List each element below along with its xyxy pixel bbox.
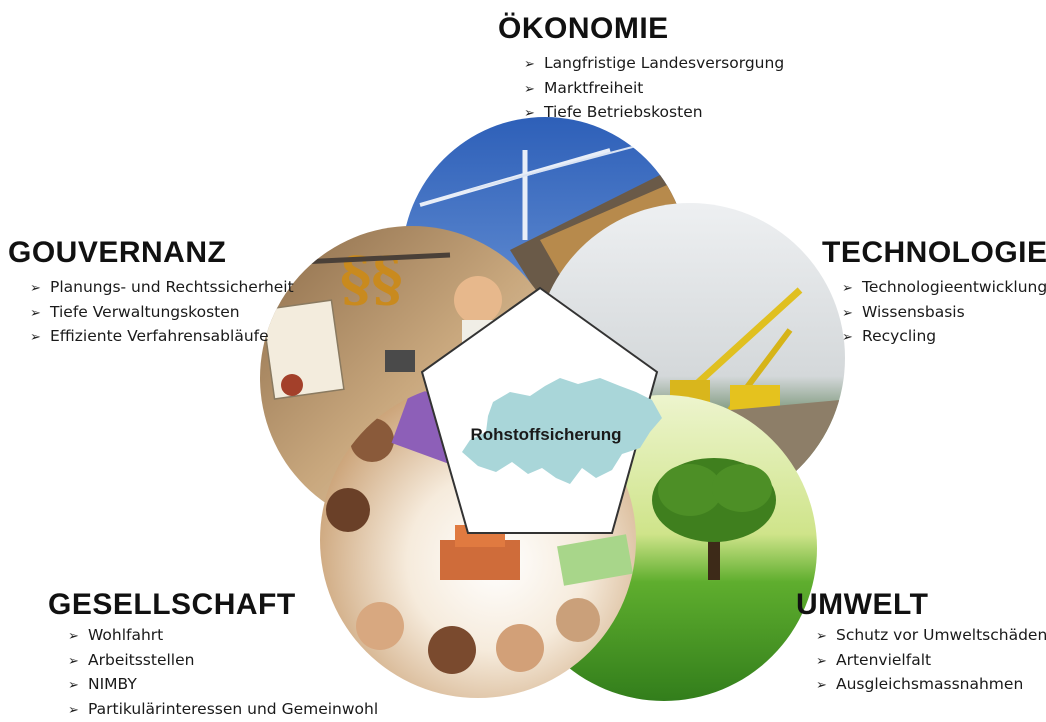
section-title: ÖKONOMIE [498,12,784,46]
item-list: ➢Langfristige Landesversorgung ➢Marktfre… [524,52,784,126]
list-item: ➢Tiefe Betriebskosten [524,101,784,126]
list-item: ➢Marktfreiheit [524,77,784,102]
section-title: GOUVERNANZ [8,236,294,270]
section-umwelt: UMWELT ➢Schutz vor Umweltschäden ➢Artenv… [796,588,1046,698]
arrow-bullet-icon: ➢ [68,675,88,698]
arrow-bullet-icon: ➢ [68,651,88,674]
item-text: Ausgleichsmassnahmen [836,675,1023,693]
list-item: ➢Effiziente Verfahrensabläufe [30,325,294,350]
arrow-bullet-icon: ➢ [816,626,836,649]
section-oekonomie: ÖKONOMIE ➢Langfristige Landesversorgung … [498,12,784,126]
item-text: Tiefe Verwaltungskosten [50,303,240,321]
arrow-bullet-icon: ➢ [842,327,862,350]
item-list: ➢Wohlfahrt ➢Arbeitsstellen ➢NIMBY ➢Parti… [68,624,378,722]
item-text: Langfristige Landesversorgung [544,54,784,72]
list-item: ➢Wissensbasis [842,301,1046,326]
list-item: ➢Ausgleichsmassnahmen [816,673,1046,698]
arrow-bullet-icon: ➢ [524,79,544,102]
arrow-bullet-icon: ➢ [524,103,544,126]
list-item: ➢NIMBY [68,673,378,698]
item-list: ➢Planungs- und Rechtssicherheit ➢Tiefe V… [30,276,294,350]
item-text: Planungs- und Rechtssicherheit [50,278,294,296]
list-item: ➢Artenvielfalt [816,649,1046,674]
center-label: Rohstoffsicherung [470,425,621,444]
arrow-bullet-icon: ➢ [68,626,88,649]
item-text: Effiziente Verfahrensabläufe [50,327,269,345]
list-item: ➢Recycling [842,325,1046,350]
arrow-bullet-icon: ➢ [30,278,50,301]
arrow-bullet-icon: ➢ [842,303,862,326]
item-text: Wissensbasis [862,303,965,321]
item-text: NIMBY [88,675,137,693]
list-item: ➢Wohlfahrt [68,624,378,649]
item-text: Arbeitsstellen [88,651,194,669]
list-item: ➢Langfristige Landesversorgung [524,52,784,77]
list-item: ➢Arbeitsstellen [68,649,378,674]
item-text: Partikulärinteressen und Gemeinwohl [88,700,378,718]
arrow-bullet-icon: ➢ [524,54,544,77]
item-list: ➢Schutz vor Umweltschäden ➢Artenvielfalt… [816,624,1046,698]
arrow-bullet-icon: ➢ [816,651,836,674]
item-text: Tiefe Betriebskosten [544,103,703,121]
list-item: ➢Partikulärinteressen und Gemeinwohl [68,698,378,722]
item-text: Artenvielfalt [836,651,931,669]
section-gouvernanz: GOUVERNANZ ➢Planungs- und Rechtssicherhe… [8,236,294,350]
section-gesellschaft: GESELLSCHAFT ➢Wohlfahrt ➢Arbeitsstellen … [48,588,378,722]
list-item: ➢Tiefe Verwaltungskosten [30,301,294,326]
section-title: UMWELT [796,588,1046,622]
list-item: ➢Schutz vor Umweltschäden [816,624,1046,649]
item-text: Recycling [862,327,936,345]
list-item: ➢Planungs- und Rechtssicherheit [30,276,294,301]
item-text: Wohlfahrt [88,626,163,644]
arrow-bullet-icon: ➢ [816,675,836,698]
arrow-bullet-icon: ➢ [30,327,50,350]
item-text: Schutz vor Umweltschäden [836,626,1046,644]
list-item: ➢Technologieentwicklung [842,276,1046,301]
item-text: Technologieentwicklung [862,278,1046,296]
item-list: ➢Technologieentwicklung ➢Wissensbasis ➢R… [842,276,1046,350]
section-title: TECHNOLOGIE [822,236,1046,270]
item-text: Marktfreiheit [544,79,643,97]
arrow-bullet-icon: ➢ [68,700,88,722]
arrow-bullet-icon: ➢ [30,303,50,326]
section-title: GESELLSCHAFT [48,588,378,622]
section-technologie: TECHNOLOGIE ➢Technologieentwicklung ➢Wis… [822,236,1046,350]
arrow-bullet-icon: ➢ [842,278,862,301]
